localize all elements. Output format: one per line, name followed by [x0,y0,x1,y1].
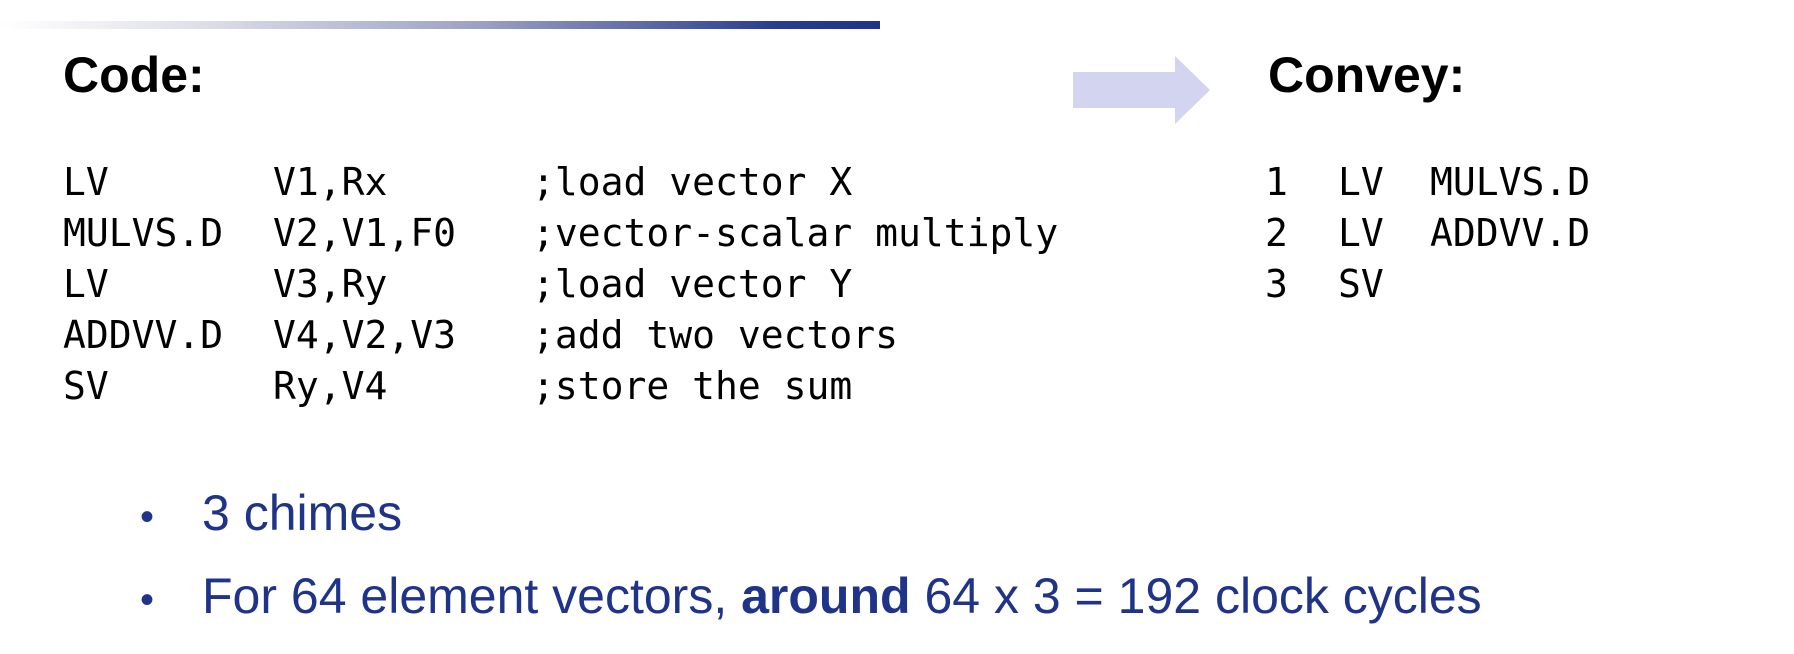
code-comment: ;store the sum [532,364,853,408]
operands: V2,V1,F0 [273,211,457,255]
code-comment: ;load vector Y [532,262,853,306]
code-line: LV V3,Ry ;load vector Y [63,259,1132,310]
code-heading: Code: [63,47,205,103]
convey-first-op: LV [1338,211,1384,255]
bullet-list: • 3 chimes • For 64 element vectors, aro… [140,488,1482,654]
code-line: SV Ry,V4 ;store the sum [63,361,1132,412]
bullet-marker: • [140,495,155,539]
right-arrow-icon [1073,56,1210,124]
convey-number: 2 [1265,211,1288,255]
bullet-text-pre: For 64 element vectors, [202,568,742,624]
code-comment: ;vector-scalar multiply [532,211,1059,255]
operands: V1,Rx [273,160,388,204]
convey-first-op: LV [1338,160,1384,204]
opcode: MULVS.D [63,211,224,255]
operands: V4,V2,V3 [273,313,457,357]
title-underline [0,21,880,29]
code-comment: ;load vector X [532,160,853,204]
convey-second-op: MULVS.D [1430,160,1591,204]
bullet-text-post: 64 x 3 = 192 clock cycles [910,568,1482,624]
convey-number: 3 [1265,262,1288,306]
bullet-text: 3 chimes [202,485,403,541]
convey-number: 1 [1265,160,1288,204]
code-line: LV V1,Rx ;load vector X [63,157,1132,208]
convey-first-op: SV [1338,262,1384,306]
code-line: MULVS.D V2,V1,F0 ;vector-scalar multiply [63,208,1132,259]
convey-row: 1 LV MULVS.D [1265,157,1630,208]
operands: Ry,V4 [273,364,388,408]
convey-second-op: ADDVV.D [1430,211,1591,255]
convey-heading: Convey: [1268,47,1466,103]
convey-row: 2 LV ADDVV.D [1265,208,1630,259]
convey-row: 3 SV [1265,259,1630,310]
bullet-text-bold: around [741,568,911,624]
code-line: ADDVV.D V4,V2,V3 ;add two vectors [63,310,1132,361]
operands: V3,Ry [273,262,388,306]
convey-second-op [1430,259,1630,310]
bullet-item-chimes: • 3 chimes [140,488,1482,571]
convey-table: 1 LV MULVS.D 2 LV ADDVV.D 3 SV [1265,157,1630,310]
opcode: LV [63,262,109,306]
code-listing: LV V1,Rx ;load vector X MULVS.D V2,V1,F0… [63,157,1132,412]
bullet-marker: • [140,578,155,622]
code-comment: ;add two vectors [532,313,899,357]
bullet-item-cycles: • For 64 element vectors, around 64 x 3 … [140,571,1482,654]
opcode: SV [63,364,109,408]
opcode: LV [63,160,109,204]
opcode: ADDVV.D [63,313,224,357]
